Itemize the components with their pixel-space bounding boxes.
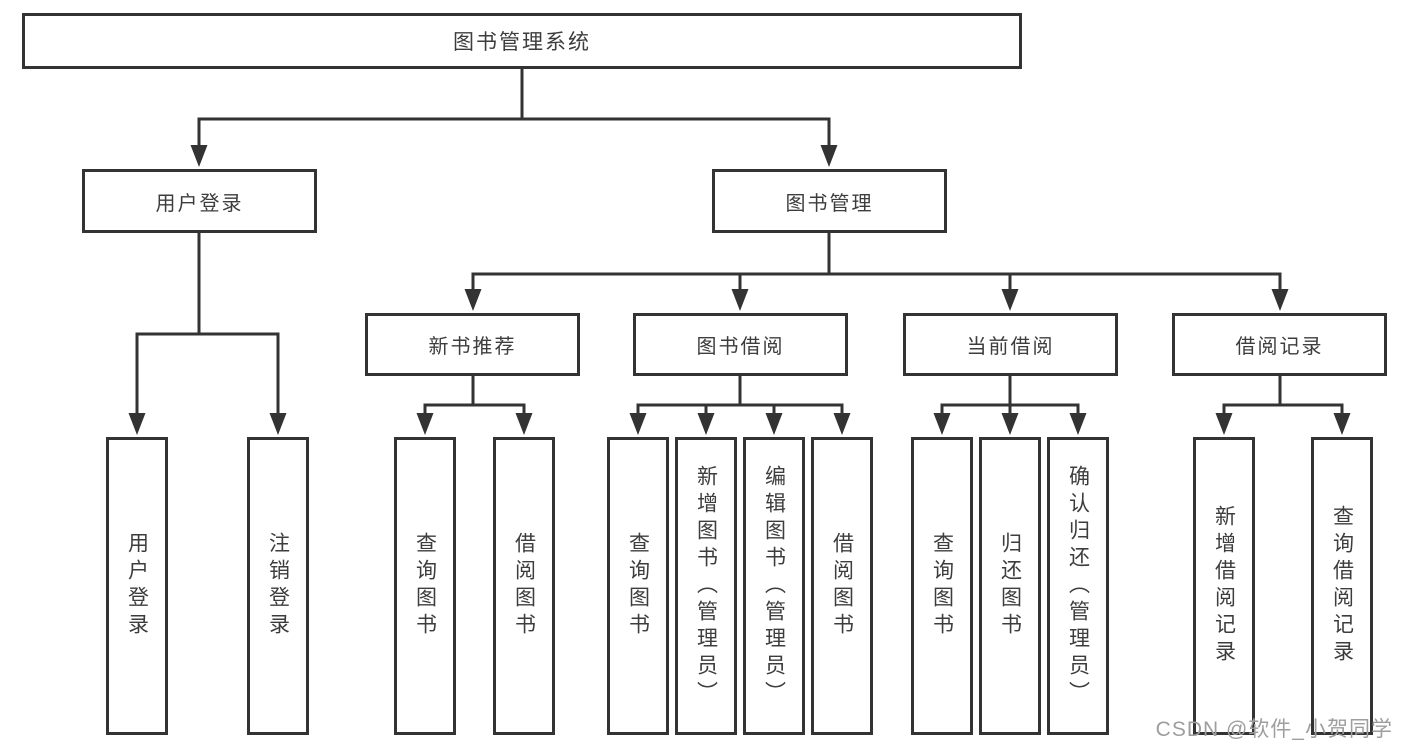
leaf-user-login: 用户登录 [106,437,168,735]
node-label: 图书借阅 [696,336,785,358]
node-label: 当前借阅 [966,336,1055,358]
node-label: 借阅图书 [830,532,854,640]
node-label: 确认归还（管理员） [1066,464,1090,708]
node-label: 借阅记录 [1235,336,1324,358]
node-label: 新书推荐 [428,336,517,358]
node-label: 用户登录 [155,192,244,215]
leaf-edit-book-admin: 编辑图书（管理员） [743,437,805,735]
node-current-borrowing: 当前借阅 [903,313,1118,376]
node-root-library-management-system: 图书管理系统 [22,13,1022,69]
node-label: 注销登录 [266,532,290,640]
leaf-borrow-books: 借阅图书 [811,437,873,735]
arrow-down-icon [128,145,1351,435]
leaf-query-borrow-record: 查询借阅记录 [1311,437,1373,735]
node-label: 查询借阅记录 [1330,505,1354,667]
leaf-add-book-admin: 新增图书（管理员） [675,437,737,735]
node-label: 查询图书 [413,532,437,640]
leaf-return-books: 归还图书 [979,437,1041,735]
node-label: 新增图书（管理员） [694,464,718,708]
leaf-query-books-current: 查询图书 [911,437,973,735]
leaf-confirm-return-admin: 确认归还（管理员） [1047,437,1109,735]
node-user-login: 用户登录 [82,169,317,233]
node-label: 编辑图书（管理员） [762,464,786,708]
leaf-add-borrow-record: 新增借阅记录 [1193,437,1255,735]
leaf-logout: 注销登录 [247,437,309,735]
node-label: 图书管理 [785,192,874,215]
node-label: 新增借阅记录 [1212,505,1236,667]
node-label: 查询图书 [930,532,954,640]
node-borrowing-records: 借阅记录 [1172,313,1387,376]
node-book-management: 图书管理 [712,169,947,233]
leaf-query-books-borrow: 查询图书 [607,437,669,735]
node-new-book-recommendation: 新书推荐 [365,313,580,376]
node-label: 归还图书 [998,532,1022,640]
watermark-text: CSDN @软件_小贺同学 [1155,718,1393,741]
node-label: 查询图书 [626,532,650,640]
node-label: 图书管理系统 [453,31,591,54]
leaf-query-books-recommend: 查询图书 [394,437,456,735]
node-label: 借阅图书 [512,532,536,640]
node-label: 用户登录 [125,532,149,640]
node-book-borrowing: 图书借阅 [633,313,848,376]
leaf-borrow-books-recommend: 借阅图书 [493,437,555,735]
